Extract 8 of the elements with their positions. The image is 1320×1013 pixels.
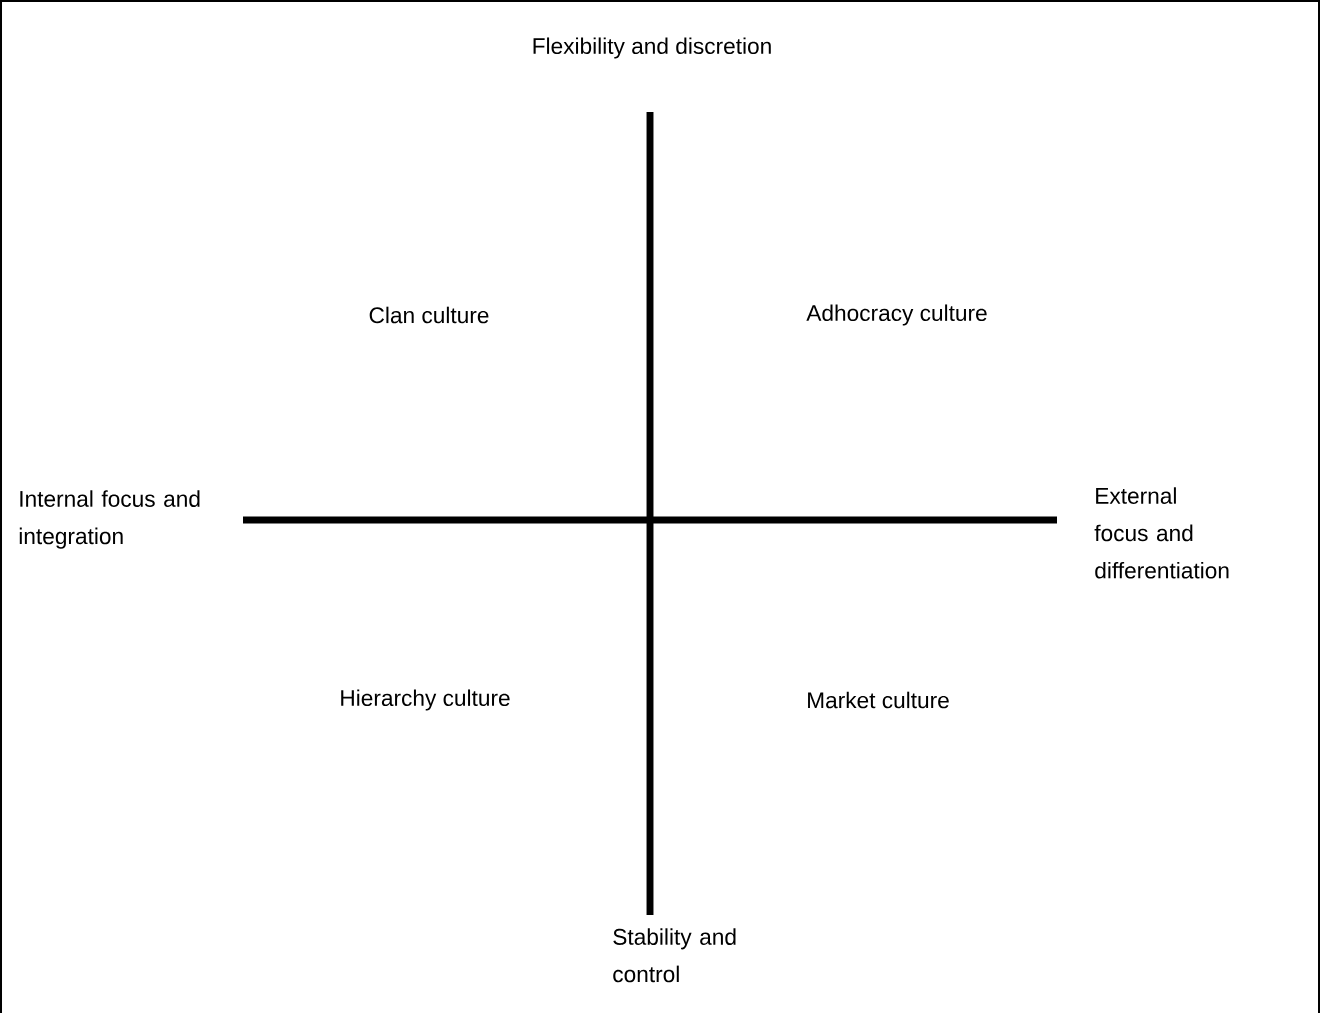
quadrant-label: Hierarchy culture: [341, 689, 510, 711]
quadrant-label: Adhocracy culture: [806, 304, 987, 326]
quadrant-label: Market culture: [808, 691, 949, 709]
quadrant-label: Clan culture: [369, 306, 489, 324]
axis-label: Flexibility and discretion: [533, 37, 771, 59]
axis-label: Internal focus and integration: [19, 490, 200, 549]
axis-label: Stability and control: [613, 928, 736, 983]
axis-label: External focus and differentiation: [1094, 487, 1229, 579]
